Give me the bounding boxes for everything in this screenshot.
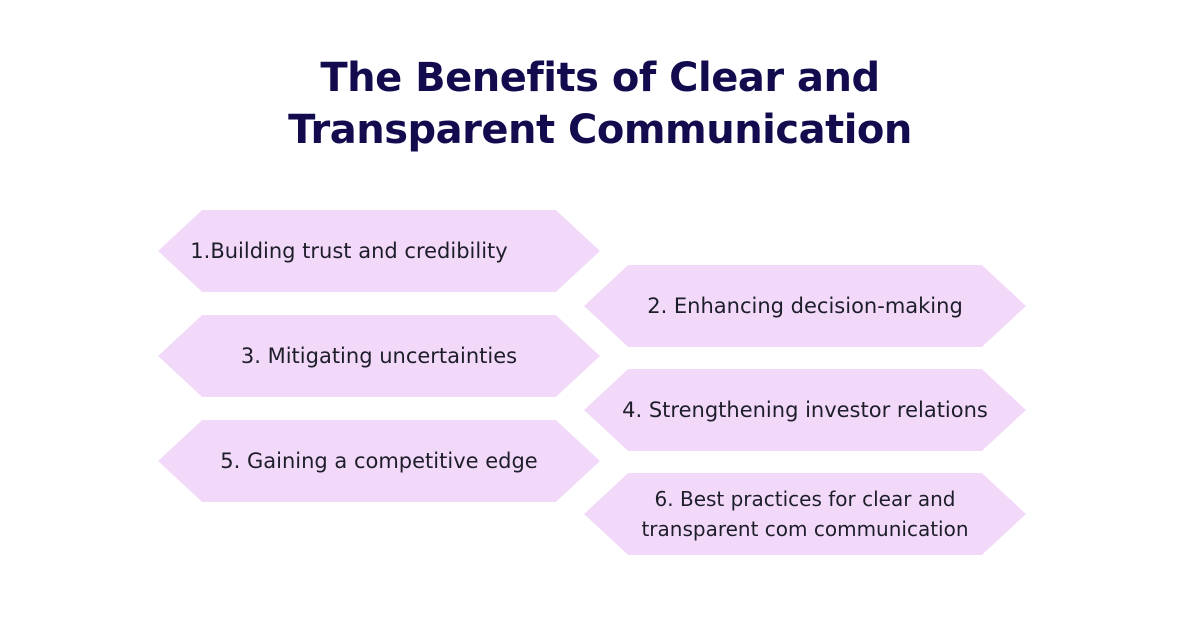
title-line-1: The Benefits of Clear and [320, 55, 880, 101]
hexagon-item-5-label: 5. Gaining a competitive edge [220, 449, 538, 473]
hexagon-item-2: 2. Enhancing decision-making [584, 265, 1026, 347]
hexagon-item-3-label: 3. Mitigating uncertainties [240, 344, 518, 368]
hexagon-item-5: 5. Gaining a competitive edge [158, 420, 600, 502]
hexagon-item-4-label: 4. Strengthening investor relations [622, 398, 988, 422]
hexagon-item-3: 3. Mitigating uncertainties [158, 315, 600, 397]
title-line-2: Transparent Communication [288, 107, 912, 153]
hexagon-item-1: 1.Building trust and credibility [158, 210, 600, 292]
hexagon-item-2-label: 2. Enhancing decision-making [647, 294, 963, 318]
hexagon-item-4: 4. Strengthening investor relations [584, 369, 1026, 451]
hexagon-item-1-label: 1.Building trust and credibility [190, 239, 508, 263]
page-title: The Benefits of Clear and Transparent Co… [0, 52, 1200, 156]
hexagon-item-6: 6. Best practices for clear and transpar… [584, 473, 1026, 555]
hexagon-item-6-label: 6. Best practices for clear and transpar… [641, 487, 969, 541]
